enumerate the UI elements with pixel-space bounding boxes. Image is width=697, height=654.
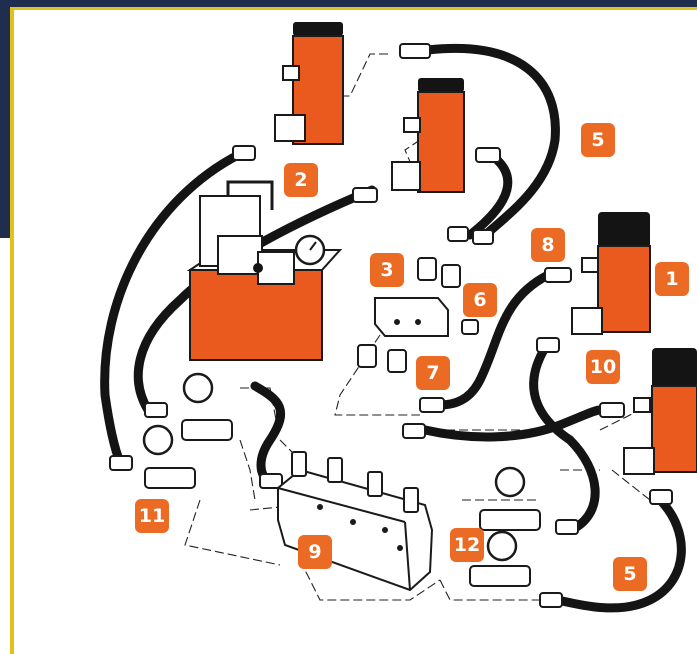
cylinder-right [572, 212, 650, 334]
callout-badge-5-top: 5 [581, 123, 615, 157]
callout-badge-8: 8 [531, 228, 565, 262]
cylinder-top-left [275, 22, 343, 144]
callout-badge-10: 10 [586, 350, 620, 384]
cylinder-bottom-right [624, 348, 697, 474]
top-navy-bar [0, 0, 697, 7]
callout-badge-2: 2 [284, 163, 318, 197]
callout-badge-11: 11 [135, 499, 169, 533]
callout-badge-3: 3 [370, 253, 404, 287]
top-gold-line [10, 7, 697, 10]
left-gold-line [10, 7, 14, 654]
cylinder-top-middle [392, 78, 464, 192]
tee-block [375, 298, 448, 336]
callout-badge-12: 12 [450, 528, 484, 562]
callout-badge-5-bottom: 5 [613, 557, 647, 591]
callout-badge-1: 1 [655, 262, 689, 296]
electric-pump [190, 182, 340, 360]
callout-badge-9: 9 [298, 535, 332, 569]
callout-badge-6: 6 [463, 283, 497, 317]
callout-badge-7: 7 [416, 356, 450, 390]
